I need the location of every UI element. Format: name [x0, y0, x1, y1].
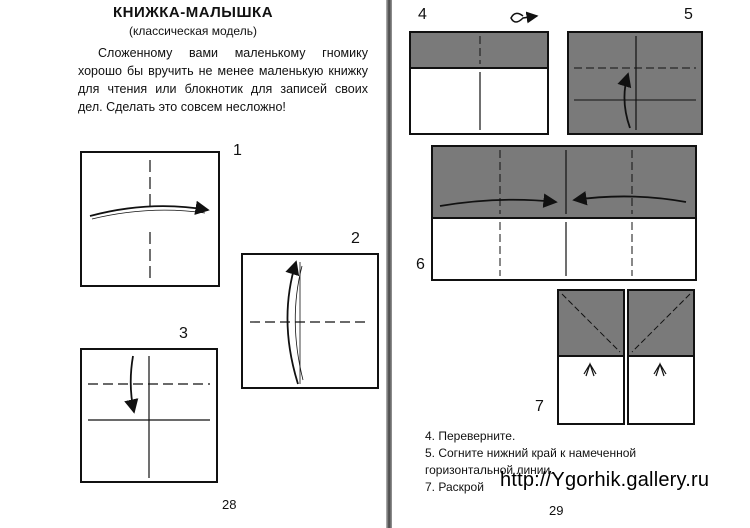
instruction-5: 5. Согните нижний край к намеченной гори… — [425, 446, 637, 477]
step-number-1: 1 — [233, 142, 242, 159]
book-spine — [386, 0, 392, 528]
step4-diagram — [409, 11, 549, 135]
instruction-4: 4. Переверните. — [425, 429, 516, 443]
step2-diagram — [241, 253, 379, 389]
intro-text: Сложенному вами маленькому гномику хорош… — [78, 46, 368, 114]
step-number-2: 2 — [351, 230, 360, 247]
step-number-3: 3 — [179, 325, 188, 342]
step1-diagram — [80, 151, 220, 287]
step-number-7: 7 — [535, 398, 544, 415]
step-number-6: 6 — [416, 256, 425, 273]
step5-diagram — [567, 31, 703, 135]
step3-diagram — [80, 348, 218, 483]
step6-diagram — [431, 145, 697, 281]
step-number-4: 4 — [418, 6, 427, 23]
page-number-left: 28 — [222, 497, 237, 512]
instructions: 4. Переверните. 5. Согните нижний край к… — [425, 428, 715, 496]
page-subtitle: (классическая модель) — [129, 24, 257, 38]
step7-diagram — [557, 289, 695, 425]
page-number-right: 29 — [549, 503, 564, 518]
instruction-7: 7. Раскрой — [425, 480, 484, 494]
left-page — [0, 0, 386, 528]
step-number-5: 5 — [684, 6, 693, 23]
watermark-url: http://Ygorhik.gallery.ru — [500, 469, 710, 491]
page-title: КНИЖКА-МАЛЫШКА — [112, 4, 274, 21]
